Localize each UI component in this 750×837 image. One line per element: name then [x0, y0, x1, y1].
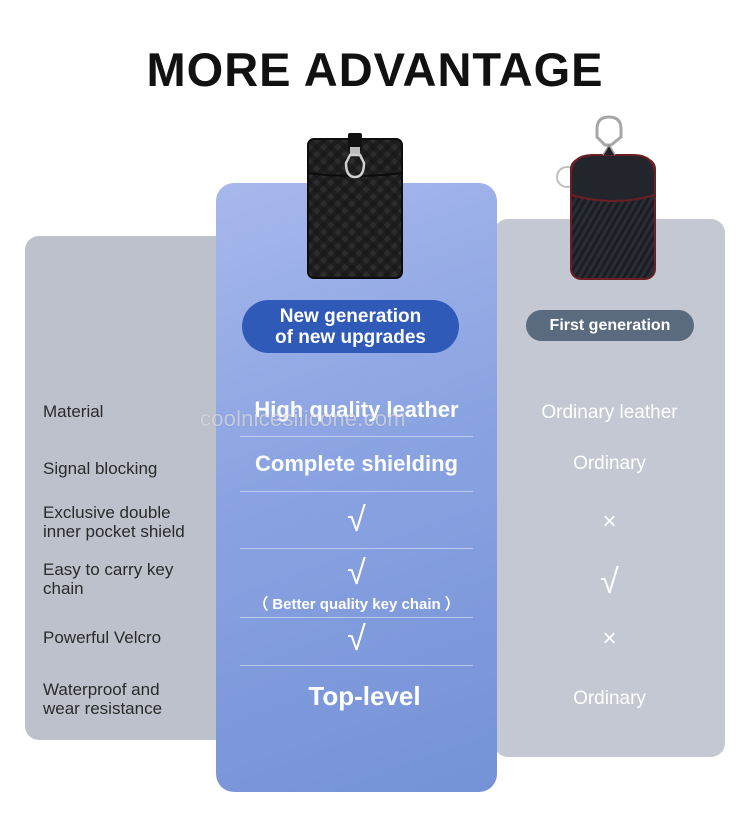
new-generation-badge: New generation of new upgrades	[242, 300, 459, 353]
row-label-double-pocket: Exclusive double inner pocket shield	[43, 503, 185, 541]
row-label-line: Waterproof and	[43, 680, 160, 699]
carbon-pouch-icon	[556, 115, 656, 280]
row-label-material: Material	[43, 402, 104, 421]
new-waterproof-value: Top-level	[308, 681, 421, 711]
page-title: MORE ADVANTAGE	[146, 43, 604, 96]
row-label-line: wear resistance	[43, 699, 163, 718]
row-divider	[240, 436, 473, 437]
row-label-line: Easy to carry key	[43, 560, 174, 579]
row-label-signal-blocking: Signal blocking	[43, 459, 158, 478]
first-key-chain-check-icon: √	[600, 563, 619, 601]
new-signal-value: Complete shielding	[255, 451, 458, 476]
new-generation-badge-line1: New generation	[279, 305, 422, 327]
new-material-value: High quality leather	[254, 397, 459, 422]
row-divider	[240, 491, 473, 492]
new-generation-panel	[216, 183, 497, 792]
first-generation-badge: First generation	[526, 310, 694, 341]
row-label-velcro: Powerful Velcro	[43, 628, 162, 647]
first-signal-value: Ordinary	[573, 453, 646, 474]
first-velcro-cross-icon: ×	[602, 625, 617, 652]
new-velcro-check-icon: √	[347, 620, 366, 658]
first-waterproof-value: Ordinary	[573, 688, 646, 709]
new-key-chain-note: （ Better quality key chain ）	[253, 596, 460, 613]
new-generation-badge-line2: of new upgrades	[275, 326, 426, 348]
row-label-line: Exclusive double	[43, 503, 171, 522]
row-divider	[240, 617, 473, 618]
row-divider	[240, 548, 473, 549]
row-divider	[240, 665, 473, 666]
row-label-waterproof: Waterproof and wear resistance	[43, 680, 162, 718]
new-double-pocket-check-icon: √	[347, 501, 366, 539]
new-key-chain-check-icon: √	[347, 554, 366, 592]
row-label-key-chain: Easy to carry key chain	[43, 560, 173, 598]
first-generation-panel	[494, 219, 725, 757]
watermark: coolnicesilicone.com	[200, 406, 406, 431]
row-label-line: chain	[43, 579, 84, 598]
woven-leather-pouch-icon	[307, 133, 403, 279]
first-material-value: Ordinary leather	[541, 402, 678, 423]
first-double-pocket-cross-icon: ×	[602, 508, 617, 535]
row-label-line: inner pocket shield	[43, 522, 185, 541]
